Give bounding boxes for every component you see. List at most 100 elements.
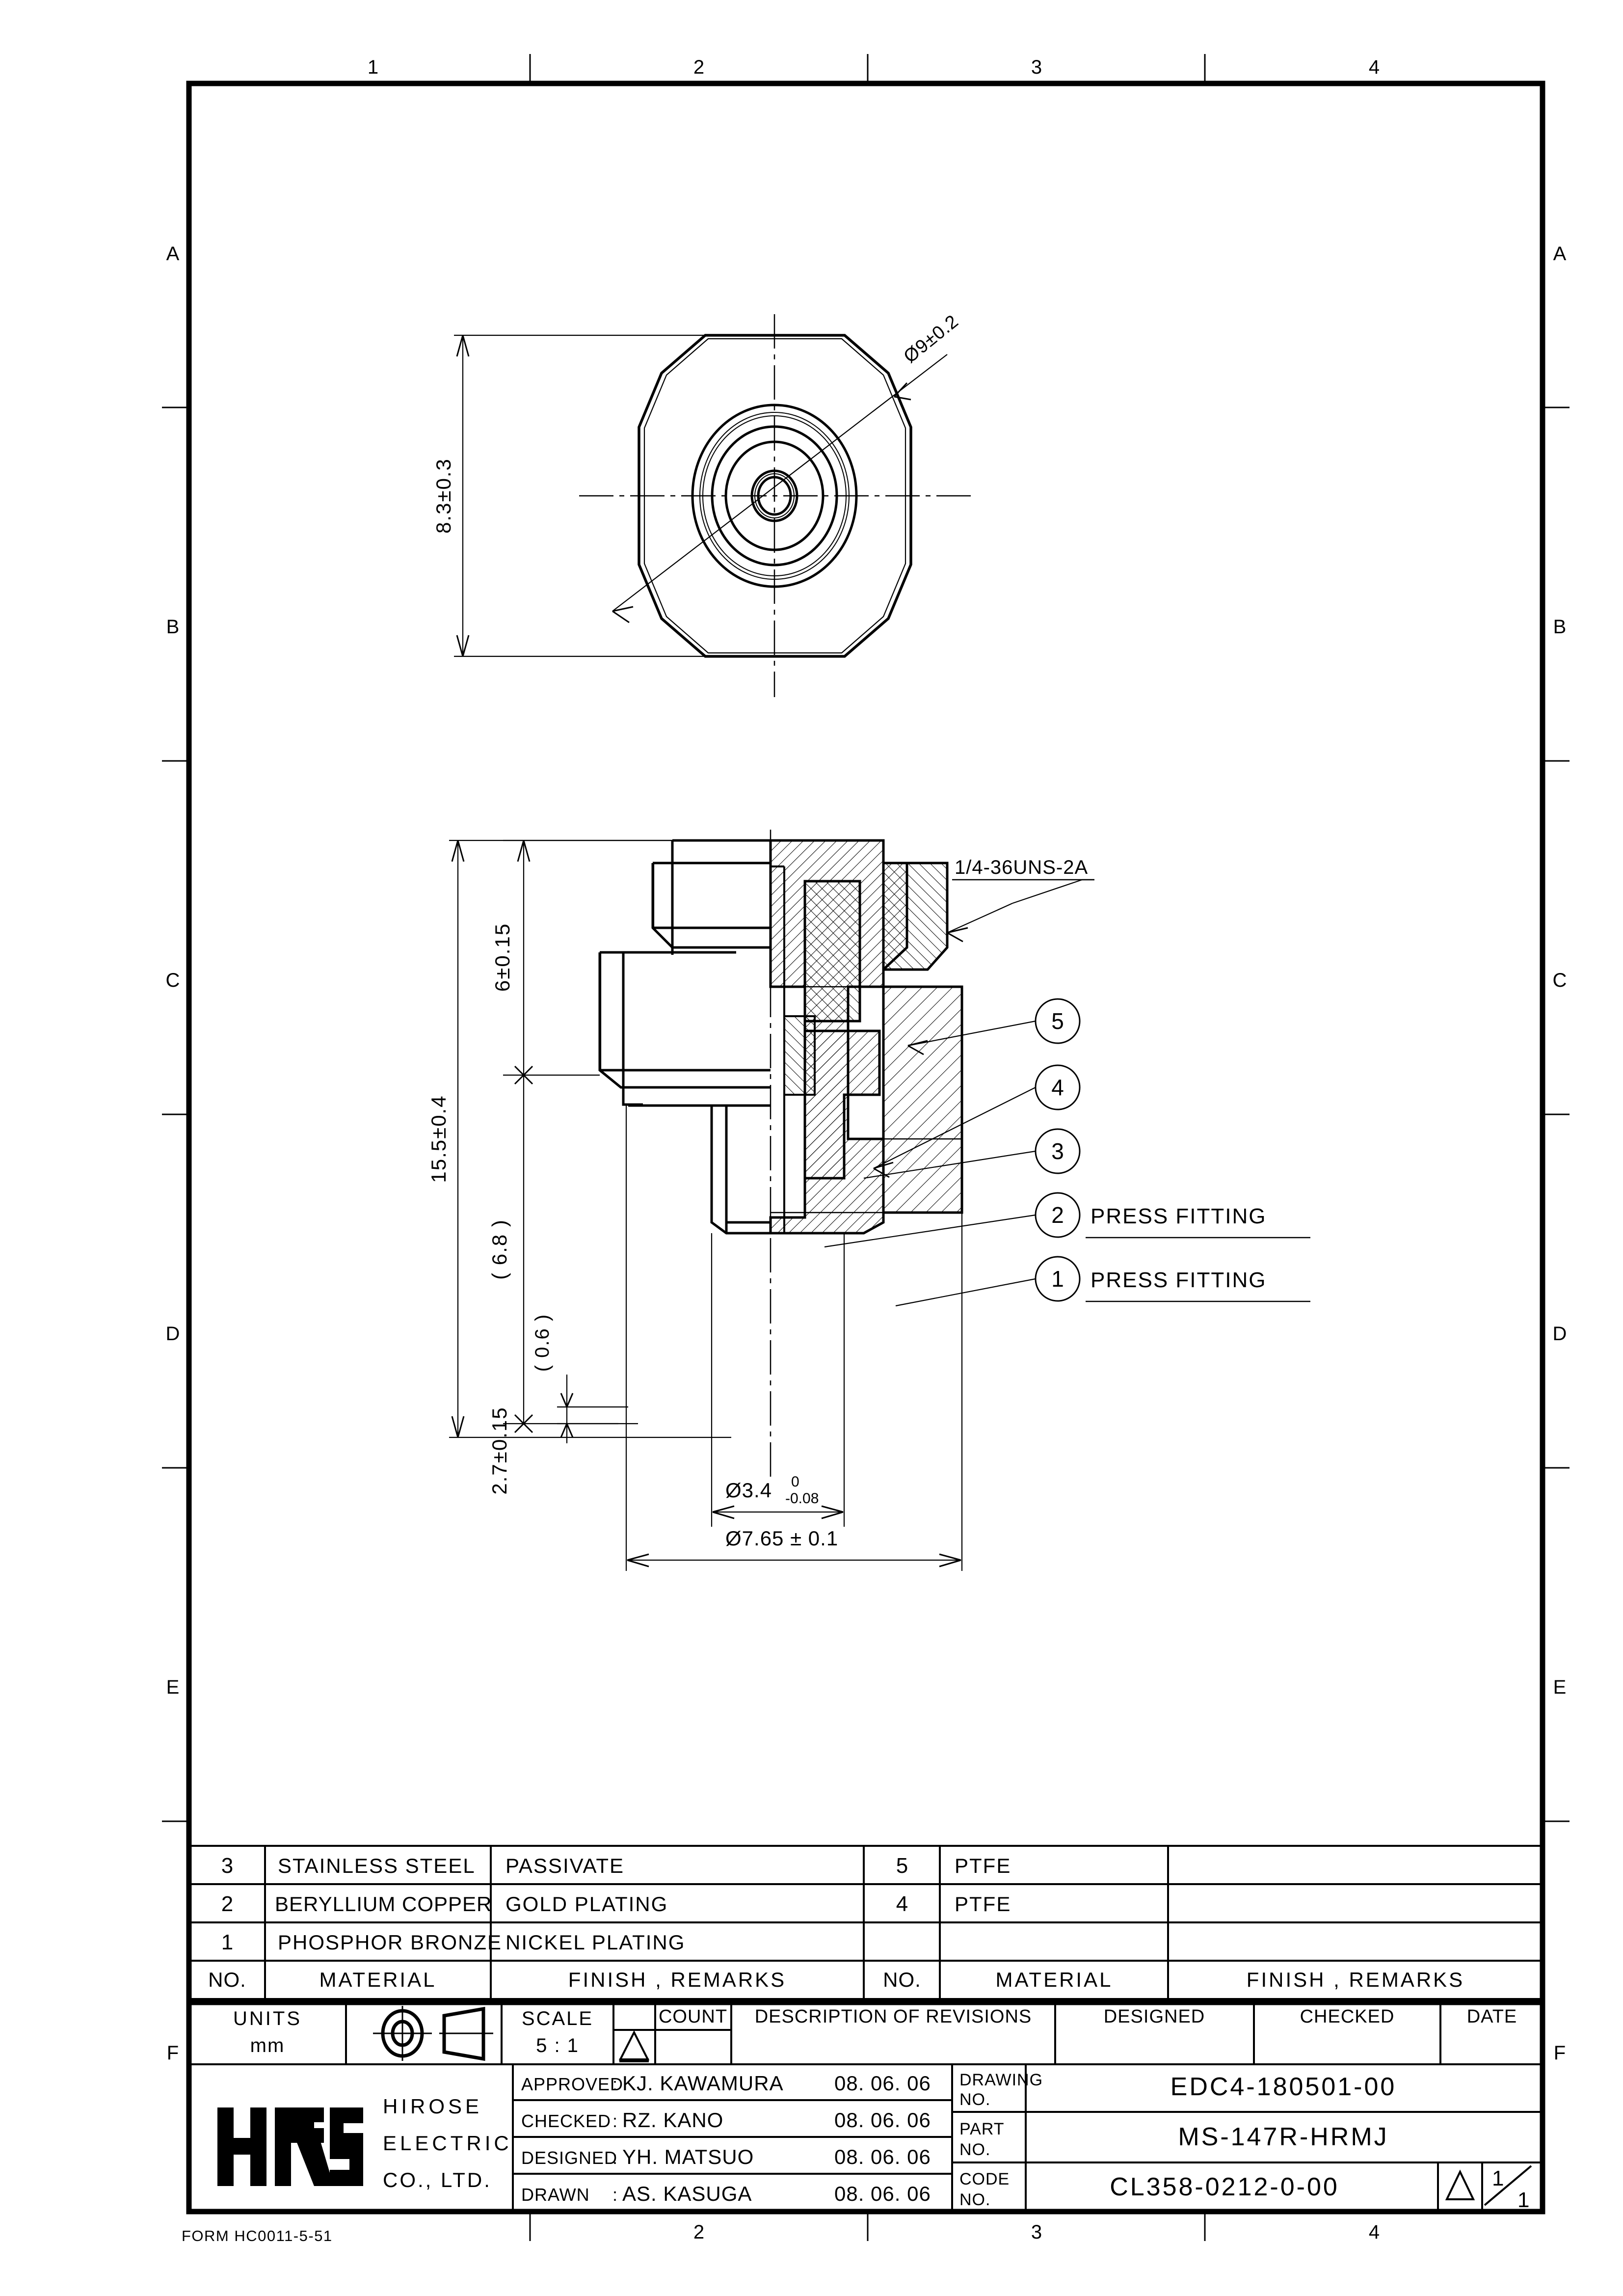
revision-triangle-icon [618,2030,650,2062]
balloon-1-label: 1 [1051,1266,1064,1292]
section-bore-lines [771,865,785,1234]
mat-right-header-finish: FINISH , REMARKS [1247,1968,1464,1991]
mat-right-no-5: 5 [896,1854,908,1878]
mat-left-finish-3: PASSIVATE [506,1854,624,1877]
signoff-sep-approved: : [612,2074,617,2094]
table-row: 4 PTFE [896,1892,1011,1916]
mat-left-material-3: STAINLESS STEEL [278,1854,476,1877]
concentric-circles [691,404,858,588]
dim-dia3p4-label: Ø3.4 0 -0.08 [725,1474,819,1507]
balloon-3-label: 3 [1051,1138,1064,1164]
zone-col-top-1: 1 [368,56,378,78]
dim-2p7-label: 2.7±0.15 [488,1406,511,1494]
signoff-role-drawn: DRAWN [521,2185,590,2205]
mat-right-material-5: PTFE [955,1854,1011,1877]
signoff-date-designed: 08. 06. 06 [834,2145,931,2168]
table-row: 5 PTFE [896,1854,1011,1878]
dim-15p5-label: 15.5±0.4 [427,1095,450,1183]
units-value: mm [250,2035,285,2056]
mat-right-header-no: NO. [883,1968,921,1991]
section-contact-pin [783,1015,816,1096]
balloon-1: 1 [1035,1256,1081,1302]
mat-left-header-finish: FINISH , REMARKS [568,1968,786,1991]
signoff-date-approved: 08. 06. 06 [834,2072,931,2095]
title-block: UNITS mm SCALE 5 : 1 COUNT DESCRIPTION O… [189,2002,1543,2212]
balloon-5: 5 [1035,998,1081,1044]
section-detail-lines [771,986,962,1214]
revision-triangle-icon-2 [1445,2169,1475,2200]
zone-row-right-a: A [1553,243,1567,265]
balloon-4-label: 4 [1051,1075,1064,1100]
mat-left-header-no: NO. [208,1968,246,1991]
signoff-row-drawn: DRAWN : AS. KASUGA 08. 06. 06 [521,2182,931,2205]
count-label: COUNT [659,2006,727,2027]
zone-row-right-c: C [1553,970,1567,991]
mat-right-material-4: PTFE [955,1892,1011,1916]
drawing-no-label-1: DRAWING [959,2071,1043,2089]
zone-row-left-f: F [167,2042,179,2064]
signoff-sep-designed: : [612,2148,617,2168]
signoff-date-checked: 08. 06. 06 [834,2108,931,2132]
scale-label: SCALE [522,2008,593,2029]
zone-ticks [162,54,1570,2241]
zone-col-bottom-2: 2 [693,2221,704,2243]
zone-labels: 1 2 3 4 2 3 4 A B C D E F A B C D E F [166,56,1567,2243]
designed-col-label: DESIGNED [1104,2006,1205,2027]
hrs-logo [217,2107,363,2186]
signoff-name-designed: YH. MATSUO [622,2145,754,2168]
svg-text:Ø3.4: Ø3.4 [725,1479,772,1502]
mat-right-header-material: MATERIAL [996,1968,1113,1991]
section-insulator-upper [803,880,861,1023]
mat-left-finish-1: NICKEL PLATING [506,1931,685,1954]
dim-dia7p65 [625,1106,963,1571]
company-line-1: HIROSE [383,2095,482,2118]
dim-8p3 [454,334,712,657]
zone-row-left-d: D [166,1323,180,1345]
description-label: DESCRIPTION OF REVISIONS [755,2006,1032,2027]
dim-dia7p65-label: Ø7.65 ± 0.1 [725,1527,838,1550]
hex-nut-outline [638,334,912,658]
material-table: 3 STAINLESS STEEL PASSIVATE 2 BERYLLIUM … [189,1845,1543,2005]
body-left-outline-thin [600,864,655,1107]
center-hole-keyway [751,491,798,501]
part-no-label-2: NO. [959,2140,990,2159]
signoff-role-designed: DESIGNED [521,2148,617,2168]
zone-row-right-f: F [1554,2042,1566,2064]
drawing-no-label-2: NO. [959,2090,990,2109]
zone-col-bottom-3: 3 [1031,2221,1042,2243]
section-threaded-nut [882,862,949,971]
signoff-date-drawn: 08. 06. 06 [834,2182,931,2205]
mat-left-header-material: MATERIAL [319,1968,437,1991]
scale-value: 5 : 1 [536,2035,579,2056]
company-line-2: ELECTRIC [383,2132,512,2155]
signoff-row-checked: CHECKED : RZ. KANO 08. 06. 06 [521,2108,931,2132]
drawing-no-value: EDC4-180501-00 [1171,2073,1397,2101]
zone-row-right-d: D [1553,1323,1567,1345]
dim-6-label: 6±0.15 [491,923,514,992]
section-insulator-lower [803,1029,881,1180]
dim-0p6 [557,1375,638,1443]
zone-col-top-3: 3 [1031,56,1042,78]
balloon-2: 2 [1035,1192,1081,1238]
concentric-circles-thin [699,412,850,580]
company-line-3: CO., LTD. [383,2168,492,2191]
third-angle-projection-icon [373,2006,493,2061]
zone-row-right-b: B [1553,616,1567,638]
mat-left-no-1: 1 [221,1930,233,1954]
dim-dia9-leader [612,354,948,623]
table-row: 2 BERYLLIUM COPPER GOLD PLATING [221,1892,667,1916]
signoff-sep-drawn: : [612,2185,617,2205]
hex-nut-inner-edge [643,338,906,654]
balloon-3: 3 [1035,1128,1081,1174]
section-view: 1/4-36UNS-2A 5 4 3 2 PRESS FITTIN [427,830,1310,1571]
balloon-leaders [824,1020,1036,1307]
signoff-role-checked: CHECKED [521,2111,611,2131]
dim-6p8-label: ( 6.8 ) [488,1219,511,1280]
mat-left-material-2: BERYLLIUM COPPER [275,1892,492,1916]
dim-15p5 [449,839,731,1438]
body-left-outline [598,839,771,1235]
table-header-row: NO. MATERIAL FINISH , REMARKS [883,1968,1464,1991]
thread-note-label: 1/4-36UNS-2A [955,857,1088,878]
checked-col-label: CHECKED [1300,2006,1395,2027]
svg-text:-0.08: -0.08 [785,1490,819,1507]
